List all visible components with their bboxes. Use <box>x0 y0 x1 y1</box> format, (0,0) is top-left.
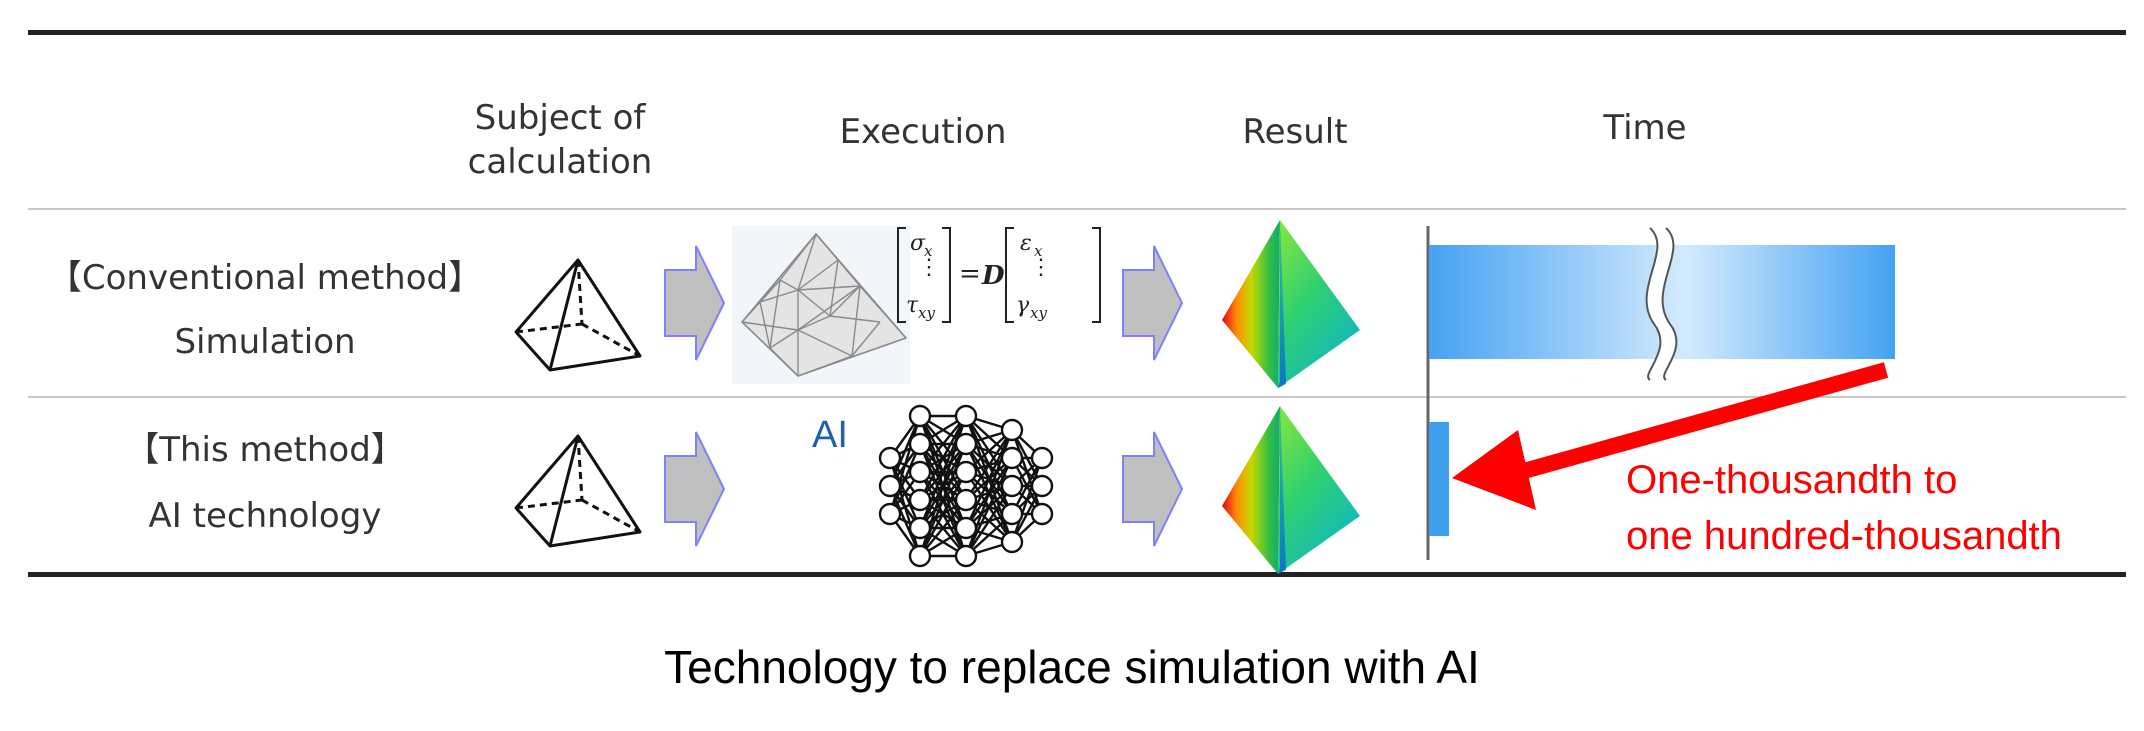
nn-node <box>1000 418 1024 442</box>
speedup-note-line2: one hundred-thousandth <box>1626 514 2062 558</box>
row-conventional-label: 【Conventional method】 Simulation <box>30 256 500 364</box>
svg-text:σ: σ <box>910 231 926 256</box>
wireframe-pyramid-icon <box>514 434 642 548</box>
nn-node <box>1030 502 1054 526</box>
row-ai-line2: AI technology <box>148 496 382 536</box>
nn-node <box>1000 474 1024 498</box>
header-result: Result <box>1242 112 1348 152</box>
svg-text:τ: τ <box>906 293 919 318</box>
nn-node <box>954 544 978 568</box>
nn-node <box>1000 502 1024 526</box>
nn-node <box>878 446 902 470</box>
header-divider <box>28 208 2126 210</box>
row-divider <box>28 396 2126 398</box>
svg-text:xy: xy <box>918 304 935 322</box>
nn-node <box>908 460 932 484</box>
nn-node <box>954 404 978 428</box>
top-rule <box>28 30 2126 35</box>
red-arrow-head <box>1452 430 1536 510</box>
header-subject: Subject of calculation <box>440 96 680 184</box>
flow-arrow-icon <box>1122 245 1184 361</box>
stress-strain-equation: σ x ⋮ τ xy = D ε x ⋮ γ xy <box>897 227 1101 323</box>
fem-mesh-icon <box>741 233 907 377</box>
speedup-note: One-thousandth to one hundred-thousandth <box>1626 452 2062 564</box>
nn-node <box>954 460 978 484</box>
neural-network-icon <box>878 404 1054 568</box>
flow-arrow-icon <box>664 431 726 547</box>
flow-arrow-icon <box>664 245 726 361</box>
nn-node <box>908 432 932 456</box>
speedup-note-line1: One-thousandth to <box>1626 458 1958 502</box>
nn-node <box>908 488 932 512</box>
figure-caption: Technology to replace simulation with AI <box>664 641 1480 693</box>
nn-node <box>908 544 932 568</box>
svg-text:=: = <box>959 259 981 289</box>
header-time: Time <box>1603 108 1687 148</box>
nn-node <box>954 432 978 456</box>
ai-label: AI <box>812 414 848 456</box>
result-pyramid-icon <box>1222 406 1360 574</box>
row-conventional-line1: 【Conventional method】 <box>47 258 483 298</box>
svg-text:xy: xy <box>1030 304 1047 322</box>
header-subject-line1: Subject of <box>474 98 646 138</box>
nn-node <box>954 516 978 540</box>
header-execution: Execution <box>839 112 1007 152</box>
nn-node <box>954 488 978 512</box>
nn-node <box>908 404 932 428</box>
header-subject-line2: calculation <box>467 142 653 182</box>
nn-node <box>878 502 902 526</box>
svg-text:x: x <box>924 242 933 260</box>
wireframe-pyramid-icon <box>514 258 642 372</box>
svg-text:x: x <box>1034 242 1043 260</box>
nn-node <box>1000 530 1024 554</box>
bottom-rule <box>28 572 2126 577</box>
svg-text:ε: ε <box>1020 231 1032 256</box>
ai-time-bar <box>1429 422 1449 536</box>
nn-node <box>1030 474 1054 498</box>
svg-text:⋮: ⋮ <box>918 255 940 280</box>
svg-text:γ: γ <box>1016 293 1030 318</box>
nn-node <box>878 474 902 498</box>
result-pyramid-icon <box>1222 220 1360 388</box>
svg-text:D: D <box>981 261 1005 291</box>
nn-node <box>1000 446 1024 470</box>
nn-node <box>1030 446 1054 470</box>
row-ai-line1: 【This method】 <box>125 430 405 470</box>
nn-node <box>908 516 932 540</box>
row-conventional-line2: Simulation <box>174 322 356 362</box>
row-ai-label: 【This method】 AI technology <box>30 428 500 538</box>
svg-text:⋮: ⋮ <box>1030 255 1052 280</box>
time-comparison <box>1426 222 1895 560</box>
flow-arrow-icon <box>1122 431 1184 547</box>
